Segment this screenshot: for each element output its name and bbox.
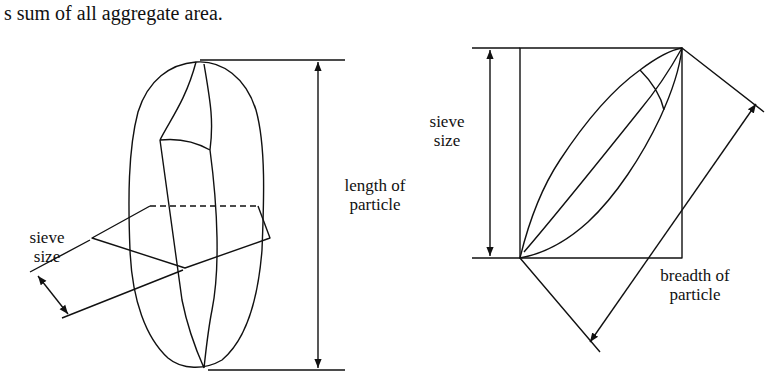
elongated-particle	[520, 48, 682, 258]
sieve-plane	[92, 206, 270, 268]
sieve-plane-hidden-edge	[150, 205, 258, 206]
sieve-square	[520, 48, 682, 258]
dimension-label: breadth of particle	[660, 266, 730, 304]
elongated-particle	[129, 62, 264, 367]
dimension-arrow	[489, 50, 490, 256]
extension-line	[200, 60, 345, 370]
particle-ridge	[524, 48, 682, 252]
dimension-label: sieve size	[424, 112, 470, 150]
dimension-arrow	[590, 104, 756, 342]
extension-line	[472, 48, 520, 258]
dimension-arrow	[317, 62, 318, 368]
dimension-label: length of particle	[340, 176, 410, 214]
dimension-arrow	[38, 276, 68, 314]
dimension-label: sieve size	[24, 228, 70, 266]
caption-text: s sum of all aggregate area.	[4, 2, 223, 24]
extension-line	[520, 48, 764, 352]
particle-ridge	[160, 62, 217, 368]
